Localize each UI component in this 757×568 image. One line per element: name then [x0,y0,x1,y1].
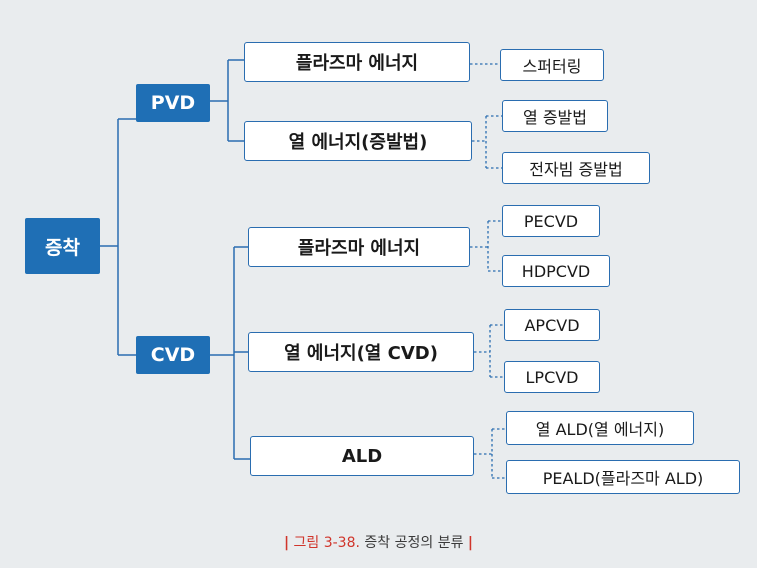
cvd-ald-label: ALD [341,445,383,467]
pvd-thermal-label: 열 에너지(증발법) [288,132,428,153]
pvd-label: PVD [150,92,196,114]
leaf-label: 전자빔 증발법 [529,160,623,179]
pvd-plasma-label: 플라즈마 에너지 [295,53,419,74]
pvd-thermal-leaf-1: 열 증발법 [502,100,608,132]
pvd-plasma-leaf-1: 스퍼터링 [500,49,604,81]
cvd-node: CVD [136,336,210,374]
leaf-label: 열 증발법 [523,108,587,127]
cvd-plasma-leaf-connector [470,220,502,272]
cvd-ald-leaf-1: 열 ALD(열 에너지) [506,411,694,445]
caption-bar-left: | [283,535,290,551]
cvd-ald-leaf-connector [474,428,506,479]
pvd-thermal-leaf-connector [472,115,502,169]
leaf-label: LPCVD [525,367,579,387]
cvd-label: CVD [150,344,196,366]
caption-figure-number: 그림 3-38. [293,535,360,551]
cvd-ald-node: ALD [250,436,474,476]
leaf-label: PECVD [523,211,579,231]
cvd-ald-leaf-2: PEALD(플라즈마 ALD) [506,460,740,494]
pvd-thermal-node: 열 에너지(증발법) [244,121,472,161]
cvd-plasma-leaf-2: HDPCVD [502,255,610,287]
leaf-label: HDPCVD [521,261,591,281]
cvd-plasma-leaf-1: PECVD [502,205,600,237]
caption-bar-right: | [467,535,474,551]
caption-text: 증착 공정의 분류 [364,535,464,551]
pvd-connector [210,59,244,142]
leaf-label: APCVD [524,315,580,335]
leaf-label: 열 ALD(열 에너지) [535,420,665,439]
root-connector [100,118,136,356]
cvd-thermal-leaf-connector [474,324,504,378]
pvd-thermal-leaf-2: 전자빔 증발법 [502,152,650,184]
root-node: 증착 [25,218,100,274]
leaf-label: PEALD(플라즈마 ALD) [542,469,704,488]
cvd-plasma-label: 플라즈마 에너지 [297,238,421,259]
cvd-connector [210,246,250,460]
pvd-node: PVD [136,84,210,122]
cvd-thermal-label: 열 에너지(열 CVD) [284,343,438,364]
cvd-thermal-node: 열 에너지(열 CVD) [248,332,474,372]
root-label: 증착 [45,236,80,259]
figure-caption: | 그림 3-38. 증착 공정의 분류 | [0,532,757,552]
cvd-plasma-node: 플라즈마 에너지 [248,227,470,267]
cvd-thermal-leaf-2: LPCVD [504,361,600,393]
leaf-label: 스퍼터링 [522,57,582,76]
cvd-thermal-leaf-1: APCVD [504,309,600,341]
pvd-plasma-node: 플라즈마 에너지 [244,42,470,82]
